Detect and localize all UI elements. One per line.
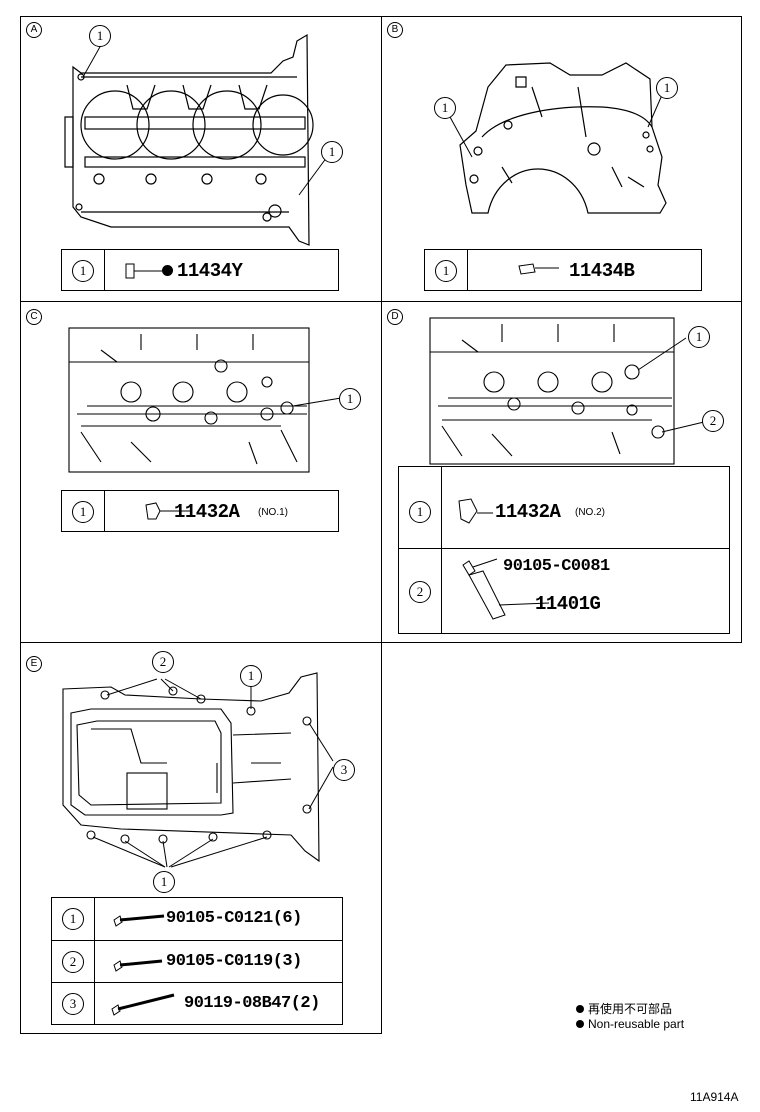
legend-row-2: 2 90105-C0081 11401G bbox=[399, 548, 729, 635]
part-note-no1: (NO.1) bbox=[258, 507, 288, 518]
legend-table-d: 1 11432A (NO.2) 2 90105-C0081 11401G bbox=[398, 466, 730, 634]
plug-icon bbox=[145, 502, 192, 520]
callout-1: 1 bbox=[339, 388, 361, 410]
figure-code: 11A914A bbox=[690, 1090, 739, 1104]
footnote-english: Non-reusable part bbox=[588, 1017, 685, 1031]
bolt-and-oil-jet-icon bbox=[462, 558, 550, 620]
part-note-no2: (NO.2) bbox=[575, 507, 605, 518]
dowel-pin-icon bbox=[518, 263, 559, 275]
straight-pin-icon bbox=[125, 263, 162, 279]
panel-d-letter: D bbox=[387, 309, 403, 325]
legend-table-e: 1 90105-C0121(6) 2 90105-C0119(3) 3 9011… bbox=[51, 897, 343, 1025]
legend-number-3: 3 bbox=[62, 993, 84, 1015]
oil-pan-bottom-view-drawing bbox=[62, 672, 334, 868]
legend-number-1: 1 bbox=[72, 501, 94, 523]
callout-1-right: 1 bbox=[321, 141, 343, 163]
callout-1: 1 bbox=[688, 326, 710, 348]
panel-c: C 1 1 11432A (NO.1) bbox=[20, 301, 382, 643]
legend-number-1: 1 bbox=[435, 260, 457, 282]
legend-row-1: 1 90105-C0121(6) bbox=[52, 898, 342, 940]
panel-b: B 1 1 1 11434B bbox=[381, 16, 742, 302]
non-reusable-dot-icon bbox=[162, 265, 173, 276]
callout-1-top: 1 bbox=[240, 665, 262, 687]
legend-number-1: 1 bbox=[409, 501, 431, 523]
panel-e-letter: E bbox=[26, 656, 42, 672]
panel-d: D 1 2 1 11432A (NO.2) 2 bbox=[381, 301, 742, 643]
bolt-icon bbox=[113, 959, 163, 972]
callout-2: 2 bbox=[702, 410, 724, 432]
part-number-11432a: 11432A bbox=[495, 501, 561, 523]
panel-a: A 1 1 1 11434Y bbox=[20, 16, 382, 302]
footnote-japanese: 再使用不可部品 bbox=[588, 1002, 673, 1016]
legend-table-b: 1 11434B bbox=[424, 249, 702, 291]
legend-number-2: 2 bbox=[409, 581, 431, 603]
part-number-90105-c0081: 90105-C0081 bbox=[503, 557, 610, 576]
legend-row-1: 1 11432A (NO.2) bbox=[399, 467, 729, 548]
callout-1-bottom: 1 bbox=[153, 871, 175, 893]
callout-1-top: 1 bbox=[89, 25, 111, 47]
panel-c-letter: C bbox=[26, 309, 42, 325]
part-number-11434y: 11434Y bbox=[162, 260, 243, 282]
legend-table-a: 1 11434Y bbox=[61, 249, 339, 291]
part-number-90105-c0121: 90105-C0121(6) bbox=[166, 909, 302, 928]
legend-table-c: 1 11432A (NO.1) bbox=[61, 490, 339, 532]
stud-bolt-icon bbox=[111, 993, 175, 1016]
callout-1-left: 1 bbox=[434, 97, 456, 119]
non-reusable-footnote: 再使用不可部品 Non-reusable part bbox=[576, 1000, 684, 1031]
cylinder-block-side-view-drawing bbox=[68, 327, 342, 473]
plug-icon bbox=[458, 498, 493, 524]
legend-number-1: 1 bbox=[62, 908, 84, 930]
part-number-11434b: 11434B bbox=[569, 260, 635, 282]
panel-a-letter: A bbox=[26, 22, 42, 38]
callout-3-right: 3 bbox=[333, 759, 355, 781]
non-reusable-dot-icon bbox=[576, 1005, 584, 1013]
cylinder-block-side-view-drawing bbox=[429, 317, 705, 465]
part-number-11401g: 11401G bbox=[535, 593, 601, 615]
legend-number-1: 1 bbox=[72, 260, 94, 282]
cylinder-block-rear-view-drawing bbox=[449, 62, 667, 214]
legend-row-2: 2 90105-C0119(3) bbox=[52, 940, 342, 983]
panel-b-letter: B bbox=[387, 22, 403, 38]
legend-row-3: 3 90119-08B47(2) bbox=[52, 982, 342, 1026]
cylinder-block-top-view-drawing bbox=[64, 33, 328, 246]
non-reusable-dot-icon bbox=[576, 1020, 584, 1028]
callout-2-top: 2 bbox=[152, 651, 174, 673]
panel-e: E 2 1 3 1 1 bbox=[20, 642, 382, 1034]
part-number-11432a: 11432A bbox=[174, 501, 240, 523]
bolt-icon bbox=[113, 914, 165, 927]
legend-number-2: 2 bbox=[62, 951, 84, 973]
part-number-90119-08b47: 90119-08B47(2) bbox=[184, 994, 320, 1013]
part-number-90105-c0119: 90105-C0119(3) bbox=[166, 952, 302, 971]
callout-1-right: 1 bbox=[656, 77, 678, 99]
